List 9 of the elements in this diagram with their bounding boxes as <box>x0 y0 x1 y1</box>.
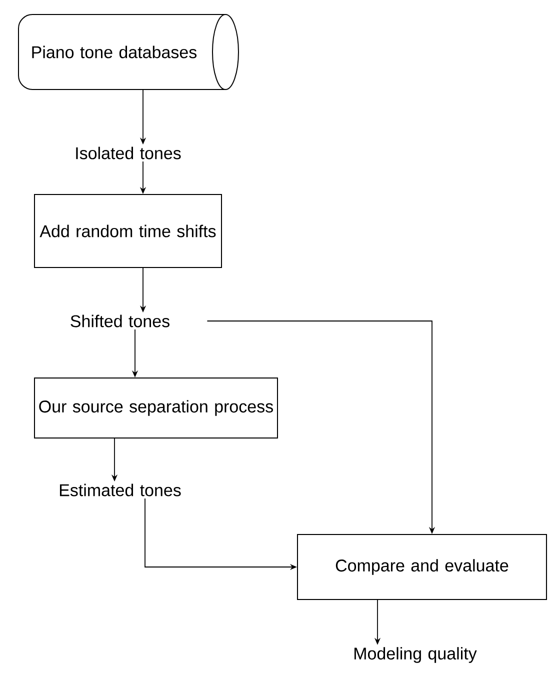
data-label: Shifted tones <box>70 314 170 328</box>
process-box: Our source separation process <box>34 378 278 438</box>
database-cylinder: Piano tone databases <box>18 14 239 90</box>
node-label: Piano tone databases <box>32 46 197 58</box>
process-box: Add random time shifts <box>34 194 222 268</box>
process-box: Compare and evaluate <box>297 534 547 600</box>
data-label: Isolated tones <box>76 146 181 160</box>
data-label: Estimated tones <box>60 484 181 496</box>
data-label: Modeling quality <box>354 647 477 663</box>
